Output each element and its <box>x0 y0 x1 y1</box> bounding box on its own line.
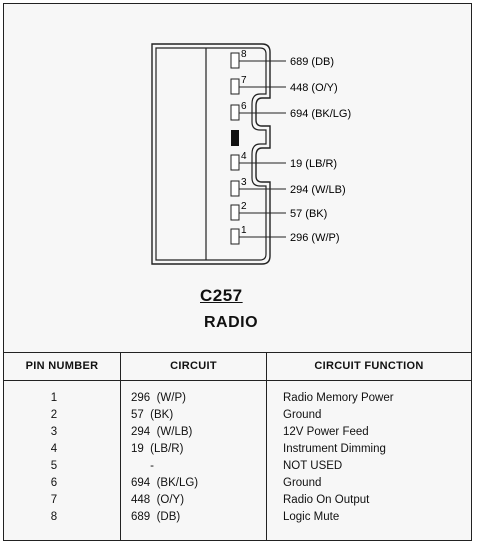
pin-table: PIN NUMBER CIRCUIT CIRCUIT FUNCTION 1 296… <box>4 352 471 541</box>
row-pin-4: 4 <box>50 443 58 455</box>
pin-number-4: 4 <box>241 151 247 162</box>
wire-label-6: 694 (BK/LG) <box>290 108 351 120</box>
connector-inner-outline <box>155 47 267 261</box>
pin-cavity-3 <box>230 180 240 197</box>
pin-cavity-6 <box>230 104 240 121</box>
wire-label-8: 689 (DB) <box>290 56 334 68</box>
row-pin-2: 2 <box>50 409 58 421</box>
wire-label-4: 19 (LB/R) <box>290 158 337 170</box>
row-function-3: 12V Power Feed <box>283 426 369 438</box>
pin-number-1: 1 <box>241 225 247 236</box>
connector-diagram: 8 689 (DB) 7 448 (O/Y) 6 694 (BK/LG) 4 19 (LB/R… <box>151 43 351 265</box>
row-circuit-3: 294 (W/LB) <box>131 426 193 438</box>
row-function-4: Instrument Dimming <box>283 443 386 455</box>
table-grid <box>4 352 471 541</box>
wire-label-3: 294 (W/LB) <box>290 184 346 196</box>
blocked-cavity-pin-5 <box>231 130 239 146</box>
connector-id: C257 <box>200 286 243 305</box>
row-pin-5: 5 <box>50 460 58 472</box>
header-circuit-function: CIRCUIT FUNCTION <box>314 360 424 372</box>
row-circuit-5: - <box>131 460 154 472</box>
header-circuit: CIRCUIT <box>170 360 217 372</box>
row-function-1: Radio Memory Power <box>283 392 394 404</box>
pin-group: 8 689 (DB) 7 448 (O/Y) 6 694 (BK/LG) 4 19 (LB/R… <box>230 49 351 245</box>
pin-number-2: 2 <box>241 201 247 212</box>
row-function-5: NOT USED <box>283 460 343 472</box>
header-pin-number: PIN NUMBER <box>25 360 99 372</box>
row-pin-7: 7 <box>50 494 58 506</box>
row-pin-8: 8 <box>50 511 58 523</box>
pin-number-3: 3 <box>241 177 247 188</box>
wire-label-1: 296 (W/P) <box>290 232 340 244</box>
row-circuit-2: 57 (BK) <box>131 409 174 421</box>
row-function-7: Radio On Output <box>283 494 370 506</box>
pin-cavity-8 <box>230 52 240 69</box>
row-pin-1: 1 <box>50 392 58 404</box>
row-pin-3: 3 <box>50 426 58 438</box>
pin-number-8: 8 <box>241 49 247 60</box>
pin-cavity-7 <box>230 78 240 95</box>
row-circuit-1: 296 (W/P) <box>131 392 186 404</box>
wire-label-7: 448 (O/Y) <box>290 82 338 94</box>
row-circuit-8: 689 (DB) <box>131 511 181 523</box>
row-function-2: Ground <box>283 409 322 421</box>
pin-number-7: 7 <box>241 75 247 86</box>
connector-name: RADIO <box>204 314 259 331</box>
connector-outline <box>151 43 271 265</box>
row-circuit-4: 19 (LB/R) <box>131 443 184 455</box>
row-function-6: Ground <box>283 477 322 489</box>
wire-label-2: 57 (BK) <box>290 208 327 220</box>
row-circuit-6: 694 (BK/LG) <box>131 477 199 489</box>
pin-cavity-4 <box>230 154 240 171</box>
pin-cavity-1 <box>230 228 240 245</box>
row-pin-6: 6 <box>50 477 58 489</box>
pin-cavity-2 <box>230 204 240 221</box>
row-circuit-7: 448 (O/Y) <box>131 494 185 506</box>
pin-number-6: 6 <box>241 101 247 112</box>
row-function-8: Logic Mute <box>283 511 340 523</box>
